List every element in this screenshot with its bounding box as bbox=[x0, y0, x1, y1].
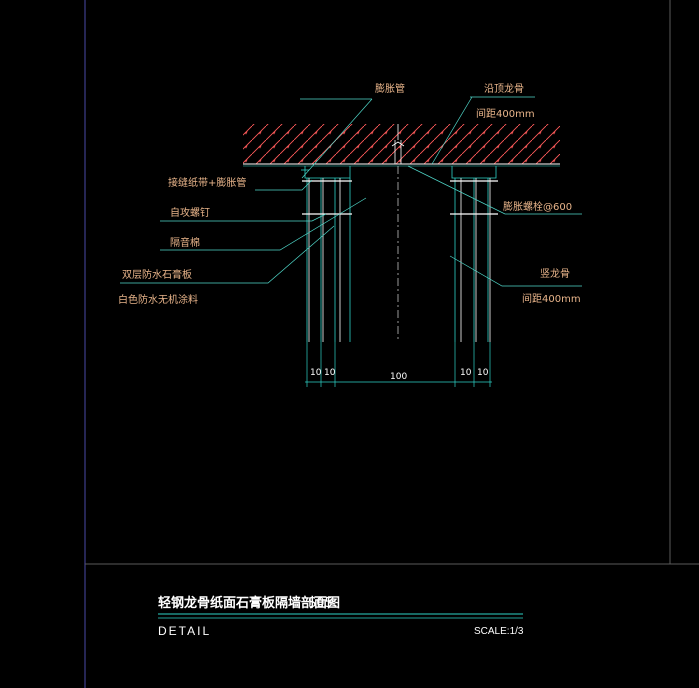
label-tapping-screw: 自攻螺钉 bbox=[170, 206, 210, 219]
top-channel-left bbox=[301, 166, 351, 179]
label-vertical-stud: 竖龙骨 bbox=[540, 267, 570, 280]
top-channel-right bbox=[451, 166, 497, 179]
screw-marks bbox=[302, 180, 498, 215]
label-seal-plus-pipe: 接缝纸带+膨胀管 bbox=[168, 176, 246, 189]
label-vertical-stud-spacing: 间距400mm bbox=[522, 292, 581, 305]
label-expansion-pipe: 膨胀管 bbox=[375, 82, 405, 95]
title-code: S05 bbox=[308, 596, 333, 611]
detail-label: DETAIL bbox=[158, 624, 211, 638]
dimension-line bbox=[305, 342, 492, 387]
label-insulation: 隔音棉 bbox=[170, 236, 200, 249]
dim-text-5: 10 bbox=[477, 368, 489, 378]
title-text: 轻钢龙骨纸面石膏板隔墙剖面图 bbox=[158, 595, 340, 611]
dim-text-3: 100 bbox=[390, 372, 407, 382]
expansion-pipe-symbol bbox=[391, 124, 405, 164]
dim-text-1: 10 bbox=[310, 368, 322, 378]
label-waterproof-coating: 白色防水无机涂料 bbox=[118, 293, 198, 306]
dim-text-2: 10 bbox=[324, 368, 336, 378]
label-top-channel: 沿顶龙骨 bbox=[484, 82, 524, 95]
leader-lines bbox=[120, 96, 582, 287]
scale-label: SCALE:1/3 bbox=[474, 626, 524, 637]
label-double-gypsum: 双层防水石膏板 bbox=[122, 268, 192, 281]
concrete-slab bbox=[243, 124, 560, 167]
wall-left-layers bbox=[306, 178, 351, 342]
dim-text-4: 10 bbox=[460, 368, 472, 378]
label-top-channel-spacing: 间距400mm bbox=[476, 107, 535, 120]
wall-right-layers bbox=[454, 178, 491, 342]
label-expansion-bolt: 膨胀螺栓@600 bbox=[503, 200, 572, 213]
